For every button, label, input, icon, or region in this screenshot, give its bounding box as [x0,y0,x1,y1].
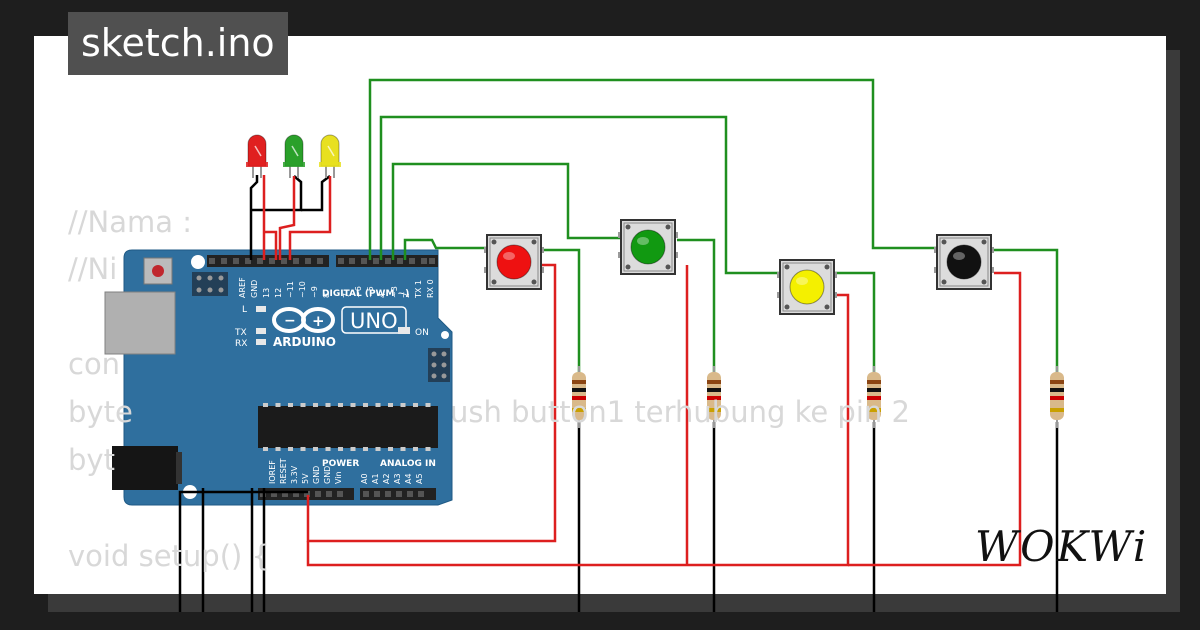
usb-port [104,291,176,355]
board-model-label: UNO [350,309,398,333]
bottom-pin-label: IOREF [268,460,277,484]
black-pushbutton[interactable] [934,234,994,290]
arduino-brand-label: ARDUINO [273,335,336,349]
power-jack [112,446,178,490]
green-led[interactable] [283,134,305,178]
resistor[interactable] [572,366,586,428]
svg-text:RX: RX [235,339,247,349]
resistor[interactable] [707,366,721,428]
code-line-4: byte [68,395,133,429]
green-pushbutton[interactable] [618,219,678,275]
yellow-led[interactable] [319,134,341,178]
top-pin-label: RX 0 [426,279,435,298]
yellow-pushbutton[interactable] [777,259,837,315]
analog-label: ANALOG IN [380,459,436,469]
bottom-pin-label: GND [312,466,321,484]
red-wires [262,175,1022,567]
red-pushbutton[interactable] [484,234,544,290]
bottom-pin-label: 3.3V [290,465,299,484]
code-line-5: byt [68,443,115,477]
black-wires [178,175,1059,612]
bottom-pin-label: A2 [382,473,391,484]
svg-text:TX: TX [234,328,247,338]
button-group [484,219,994,315]
top-pin-label: ~3 [390,286,399,298]
top-pin-label: AREF [238,277,247,298]
top-pin-label: ~10 [298,281,307,298]
top-pin-label: 2 [402,293,411,298]
resistor[interactable] [1050,366,1064,428]
power-on-led [398,327,410,334]
svg-text:ON: ON [415,328,429,338]
top-pin-label: 8 [322,293,331,298]
top-pin-label: ~11 [286,281,295,298]
arduino-infinity-logo: − + [272,307,335,333]
bottom-pin-label: A5 [415,473,424,484]
tx-led [256,328,266,334]
top-pin-label: TX 1 [414,280,423,299]
svg-text:L: L [242,305,247,315]
icsp-header [192,272,450,382]
bottom-pin-label: Vin [334,471,343,484]
resistor[interactable] [867,366,881,428]
digital-label: DIGITAL (PWM ~) [322,289,409,299]
red-led[interactable] [246,134,268,178]
top-pin-label: ~6 [354,286,363,298]
bottom-pin-label: GND [323,466,332,484]
top-pin-label: ~9 [310,286,319,298]
code-line-1: //Nama : [68,205,193,239]
code-line-4-comment: ush button1 terhubung ke pin 2 [450,395,910,429]
top-pin-label: ~5 [366,286,375,298]
bottom-pin-label: 5V [301,473,310,484]
bottom-pin-label: A3 [393,473,402,484]
top-pin-label: 7 [342,293,351,298]
l-led [256,306,266,312]
bottom-pin-label: A4 [404,473,413,484]
green-wires [368,78,1059,374]
code-line-3: con [68,347,121,381]
top-pin-label: 12 [274,288,283,298]
sketch-title: sketch.ino [68,12,288,75]
rx-led [256,339,266,345]
code-line-6: void setup() { [68,539,270,573]
resistor-group [572,366,1064,428]
bottom-pin-label: A1 [371,473,380,484]
svg-text:+: + [312,312,325,330]
top-pin-label: 4 [378,293,387,298]
code-line-2: //Ni [68,252,118,286]
svg-text:−: − [284,313,296,329]
led-group [246,134,341,178]
top-pin-label: GND [250,280,259,298]
bottom-pin-label: A0 [360,473,369,484]
top-pin-label: 13 [262,288,271,298]
wokwi-logo: WOKWi [975,522,1149,571]
atmega-chip [258,406,438,448]
bottom-pin-label: RESET [279,458,288,484]
power-label: POWER [322,459,359,469]
